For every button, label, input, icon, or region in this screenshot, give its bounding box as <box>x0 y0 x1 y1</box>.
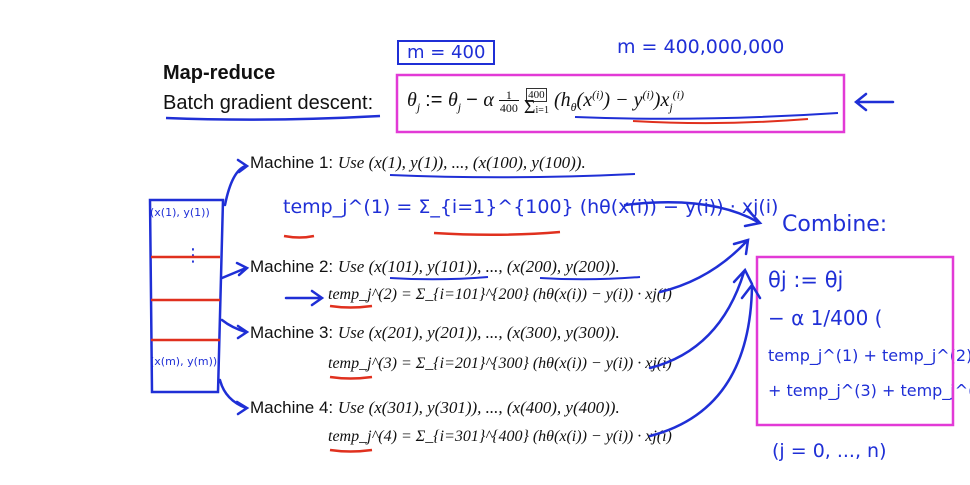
machine-2-underline-a <box>389 276 489 281</box>
pointer-arrow <box>853 92 895 112</box>
arrow-temp-2 <box>284 289 325 307</box>
temp-1-underline-red <box>283 234 315 239</box>
combine-line-1: θj := θj <box>768 268 844 292</box>
arrow-to-machine-3 <box>220 318 250 340</box>
temp-4-underline-red <box>329 448 373 453</box>
sum-underline-blue <box>574 112 839 120</box>
machine-4-row: Machine 4: Use (x(301), y(301)), ..., (x… <box>250 398 620 418</box>
machine-3-row: Machine 3: Use (x(201), y(201)), ..., (x… <box>250 323 620 343</box>
arrow-to-machine-4 <box>218 378 250 416</box>
machine-2-label: Machine 2: <box>250 257 334 276</box>
data-dots: ⋮ <box>184 245 202 266</box>
combine-line-2: − α 1/400 ( <box>768 306 883 330</box>
slide-subheading: Batch gradient descent: <box>163 92 374 114</box>
combine-label: Combine: <box>782 212 888 237</box>
machine-1-row: Machine 1: Use (x(1), y(1)), ..., (x(100… <box>250 153 586 173</box>
slide-heading: Map-reduce <box>163 62 276 84</box>
arrow-to-machine-1 <box>223 158 250 207</box>
machine-4-temp: temp_j^(4) = Σ_{i=301}^{400} (hθ(x(i)) −… <box>328 428 672 445</box>
temp-3-underline-red <box>329 375 373 380</box>
m-large: m = 400,000,000 <box>617 36 785 58</box>
arrow-to-machine-2 <box>220 261 250 280</box>
arrow-temp-1-combine <box>623 201 763 228</box>
combine-line-4: + temp_j^(3) + temp_j^(4) ) <box>768 381 970 400</box>
arrow-temp-2-combine <box>658 238 750 294</box>
machine-3-temp: temp_j^(3) = Σ_{i=201}^{300} (hθ(x(i)) −… <box>328 355 672 372</box>
m-400-box: m = 400 <box>397 40 496 65</box>
machine-2-row: Machine 2: Use (x(101), y(101)), ..., (x… <box>250 257 620 277</box>
machine-2-use: Use (x(101), y(101)), ..., (x(200), y(20… <box>337 257 620 276</box>
machine-3-label: Machine 3: <box>250 323 334 342</box>
subtitle-underline <box>165 114 381 121</box>
update-rule-box <box>395 73 846 134</box>
combine-box <box>755 255 955 427</box>
sum-underline-red <box>632 118 809 125</box>
machine-1-use: Use (x(1), y(1)), ..., (x(100), y(100)). <box>337 153 586 172</box>
machine-1-underline <box>389 173 636 179</box>
arrow-temp-3-combine <box>648 267 754 370</box>
data-first: (x(1), y(1)) <box>150 206 210 219</box>
machine-1-label: Machine 1: <box>250 153 334 172</box>
j-range: (j = 0, ..., n) <box>772 440 887 462</box>
machine-3-use: Use (x(201), y(201)), ..., (x(300), y(30… <box>337 323 620 342</box>
data-last: (x(m), y(m)) <box>150 355 218 368</box>
temp-2-underline-red <box>329 304 373 309</box>
data-stack <box>148 198 225 394</box>
temp-1-term-underline-red <box>433 230 561 237</box>
combine-line-3: temp_j^(1) + temp_j^(2) <box>768 346 970 365</box>
machine-2-underline-b <box>539 276 641 281</box>
machine-4-use: Use (x(301), y(301)), ..., (x(400), y(40… <box>337 398 620 417</box>
arrow-temp-4-combine <box>648 282 762 438</box>
machine-4-label: Machine 4: <box>250 398 334 417</box>
theta-j: θj <box>407 89 421 115</box>
machine-2-temp: temp_j^(2) = Σ_{i=101}^{200} (hθ(x(i)) −… <box>328 286 672 303</box>
